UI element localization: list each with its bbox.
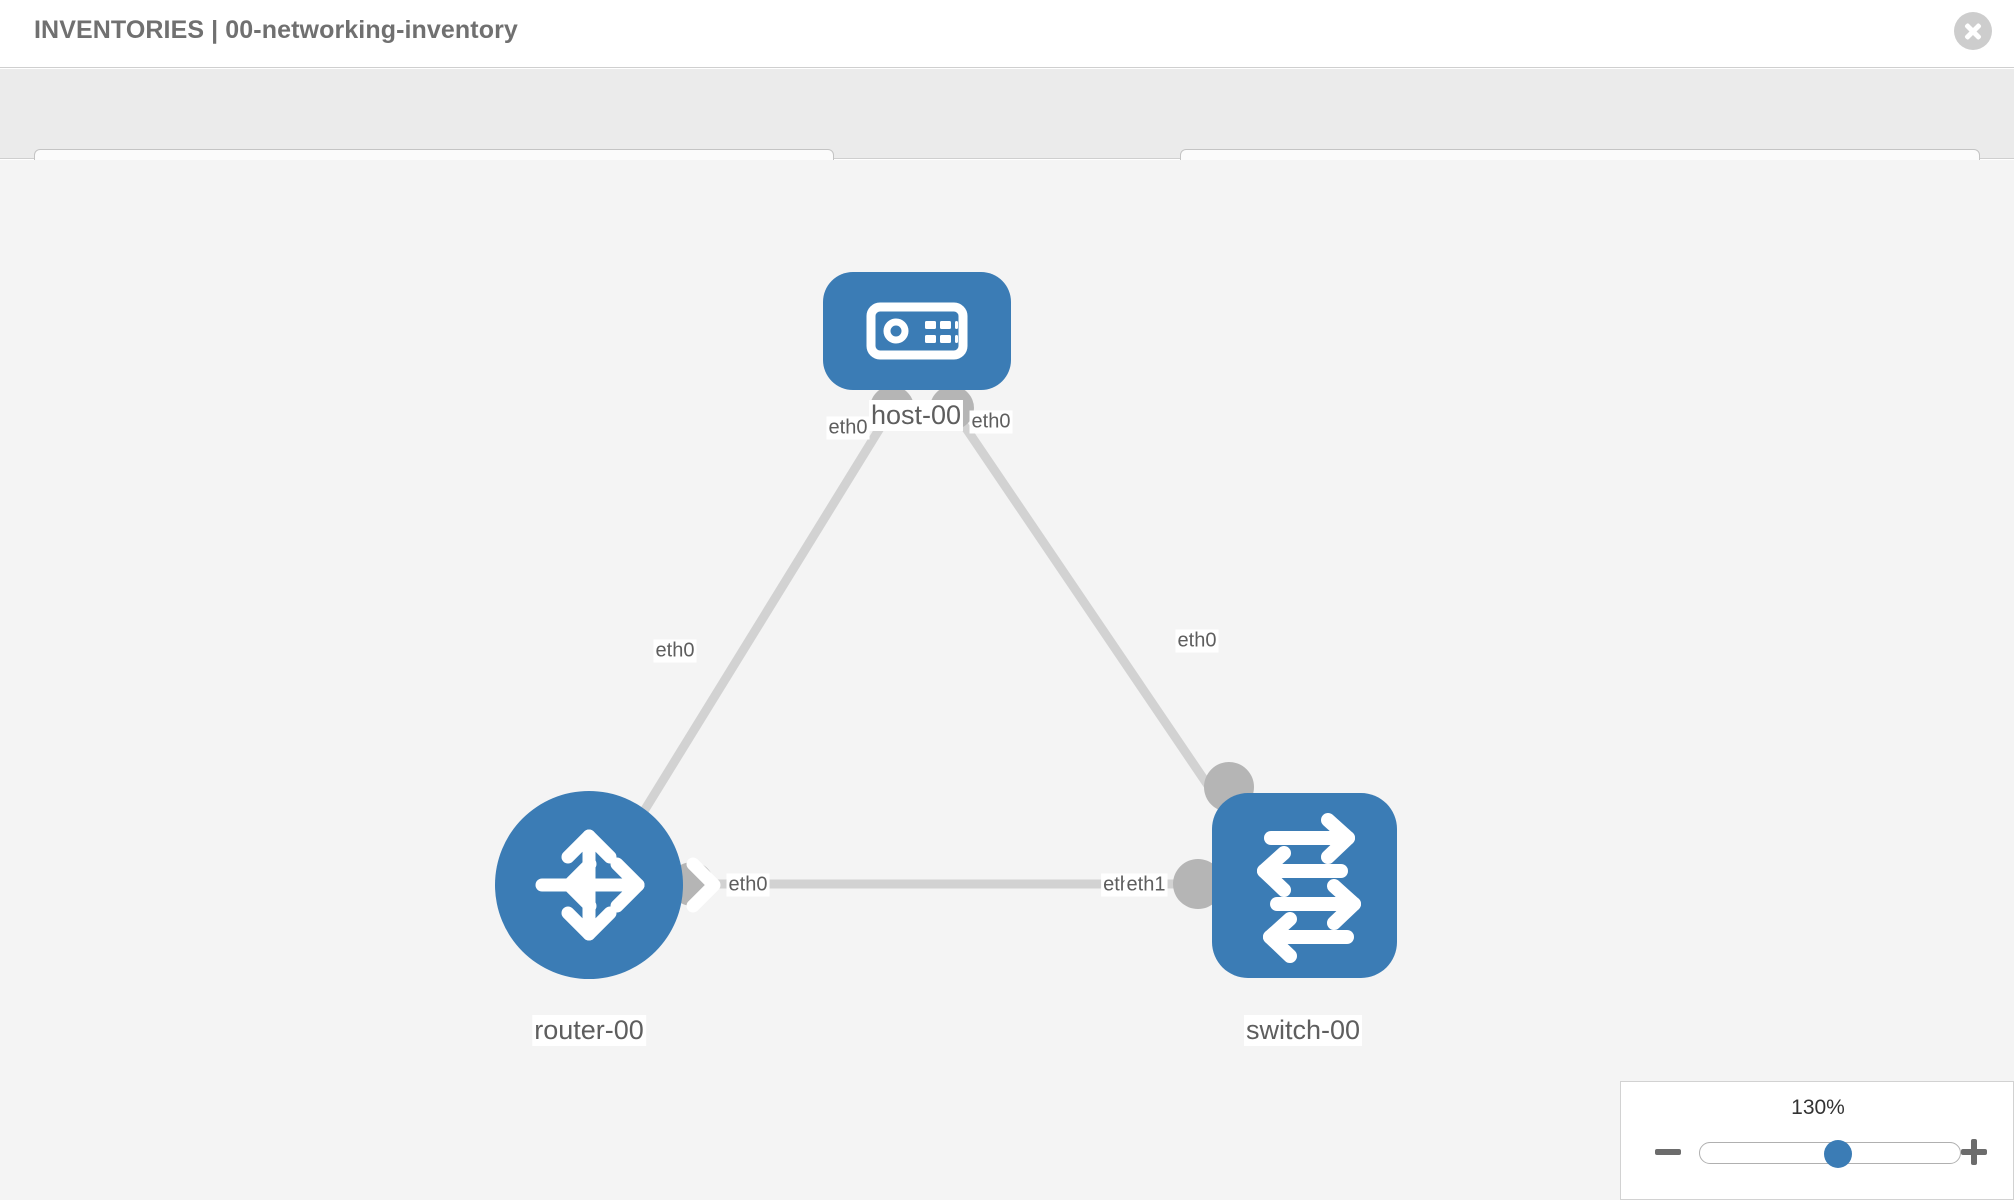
link-host00-switch00 — [951, 409, 1249, 843]
minus-icon[interactable] — [1653, 1137, 1683, 1167]
zoom-slider-thumb[interactable] — [1824, 1140, 1853, 1168]
node-label-switch-00: switch-00 — [1243, 1015, 1363, 1046]
node-router-00[interactable] — [495, 791, 721, 979]
node-switch-00[interactable] — [1212, 793, 1397, 978]
topology-graph — [495, 272, 1397, 979]
plus-icon[interactable] — [1959, 1137, 1989, 1167]
connector-switch00-west — [1173, 859, 1223, 909]
node-label-host-00: host-00 — [868, 400, 964, 431]
zoom-slider-row — [1621, 1134, 2014, 1170]
if-label: eth1 — [1124, 873, 1168, 897]
topology-links — [616, 409, 1249, 889]
zoom-slider-track[interactable] — [1699, 1140, 1961, 1168]
zoom-control: 130% — [1620, 1081, 2014, 1200]
page-header: INVENTORIES | 00-networking-inventory — [0, 0, 2014, 68]
switch-icon — [1257, 813, 1361, 963]
topology-connectors — [670, 386, 1254, 909]
server-icon — [866, 302, 968, 360]
link-host00-router00 — [616, 412, 892, 853]
if-label: eth0 — [653, 639, 697, 663]
topology-canvas[interactable]: eth0 eth0 eth0 eth0 eth0 eth eth1 host-0… — [0, 160, 2014, 1200]
page-title: INVENTORIES | 00-networking-inventory — [34, 16, 518, 44]
zoom-level-value: 130% — [1791, 1096, 1845, 1119]
if-label: eth0 — [1175, 629, 1219, 653]
close-icon[interactable] — [1954, 12, 1992, 50]
if-label: eth0 — [969, 410, 1013, 434]
if-label: eth0 — [826, 416, 870, 440]
if-label: eth0 — [726, 873, 770, 897]
toolbar: ACTIONS SEARCH — [0, 69, 2014, 203]
node-host-00[interactable] — [823, 272, 1011, 390]
node-label-router-00: router-00 — [532, 1015, 646, 1046]
router-icon — [535, 829, 721, 941]
